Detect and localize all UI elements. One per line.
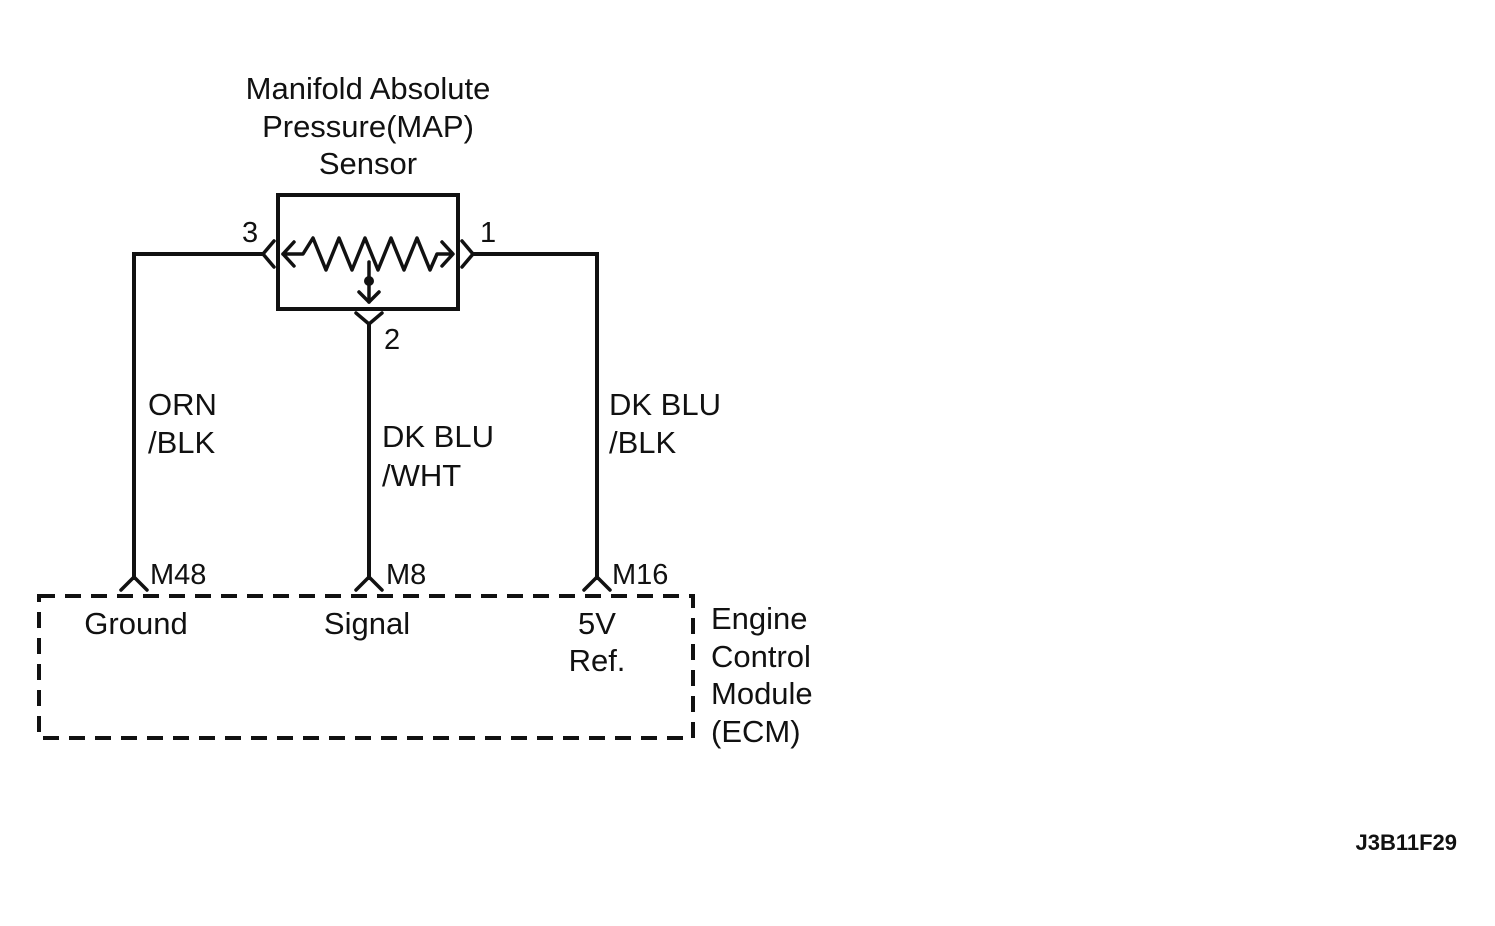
ecm-name-line3: Module	[711, 676, 813, 711]
wire-reference-color-line2: /BLK	[609, 425, 677, 460]
wire-reference-color-line1: DK BLU	[609, 387, 721, 422]
wire-ground-color-line1: ORN	[148, 387, 217, 422]
pin-3-label: 3	[242, 217, 258, 249]
sensor-title-line1: Manifold Absolute	[246, 71, 491, 106]
pin-2-label: 2	[384, 324, 400, 356]
wire-ground	[132, 252, 265, 580]
terminal-m8-connector	[354, 575, 384, 592]
terminal-m48-connector	[119, 575, 149, 592]
resistor-symbol	[281, 236, 455, 272]
wire-signal-color-line2: /WHT	[382, 458, 461, 493]
ecm-name-line2: Control	[711, 639, 811, 674]
figure-code: J3B11F29	[1355, 830, 1457, 855]
pin-1-label: 1	[480, 217, 496, 249]
wiper-arrow	[357, 260, 381, 304]
ecm-name-line1: Engine	[711, 601, 808, 636]
ecm-func-signal: Signal	[324, 606, 410, 641]
terminal-m48-label: M48	[150, 559, 206, 591]
ecm-name-line4: (ECM)	[711, 714, 801, 749]
wire-reference	[471, 252, 599, 580]
terminal-m8-label: M8	[386, 559, 426, 591]
ecm-func-ref-line2: Ref.	[569, 643, 626, 678]
sensor-box	[276, 193, 460, 311]
wire-signal-color-line1: DK BLU	[382, 419, 494, 454]
sensor-title-line3: Sensor	[319, 146, 417, 181]
ecm-boundary	[37, 594, 695, 740]
terminal-m16-connector	[582, 575, 612, 592]
terminal-m16-label: M16	[612, 559, 668, 591]
sensor-title-line2: Pressure(MAP)	[262, 109, 474, 144]
ecm-func-ref-line1: 5V	[578, 606, 616, 641]
wire-ground-color-line2: /BLK	[148, 425, 216, 460]
ecm-func-ground: Ground	[84, 606, 187, 641]
